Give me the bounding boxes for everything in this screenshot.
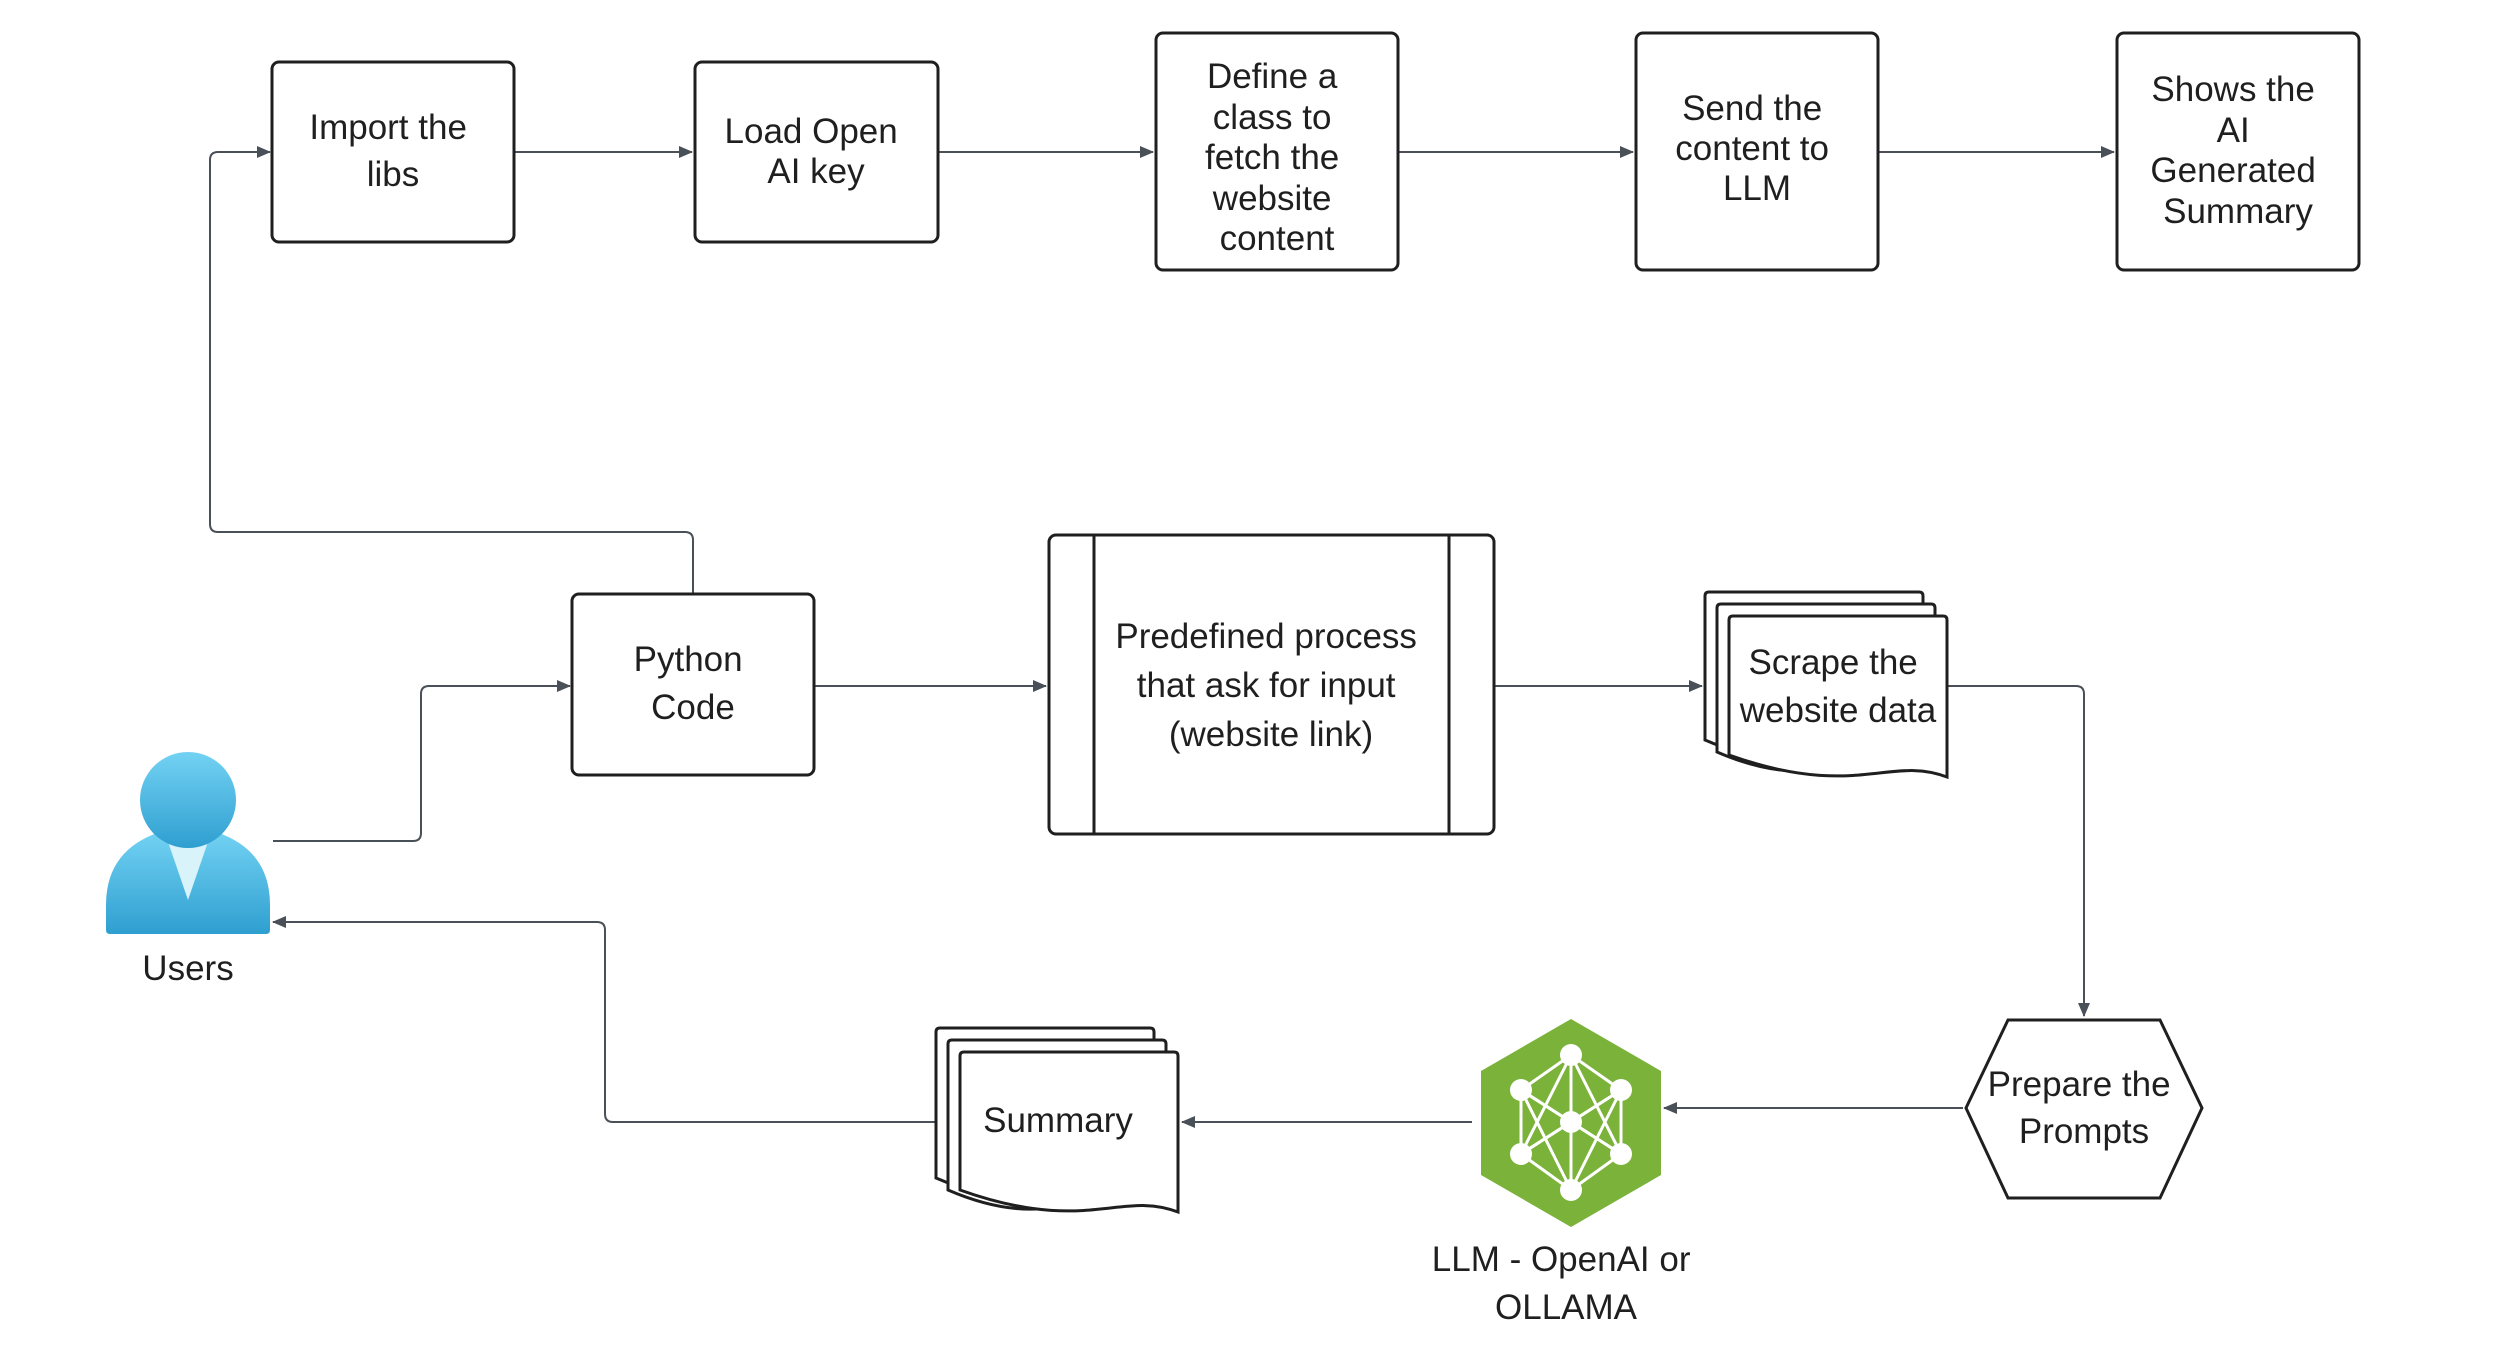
edges bbox=[209, 146, 2115, 1128]
node-predefined-process-label: Predefined process that ask for input (w… bbox=[1115, 617, 1426, 754]
user-icon bbox=[106, 752, 270, 934]
node-prepare-prompts-label: Prepare the Prompts bbox=[1988, 1065, 2181, 1151]
users-label: Users bbox=[142, 949, 233, 988]
node-python-code-label: Python Code bbox=[634, 640, 753, 727]
edge-scrape-to-prepare bbox=[1948, 685, 2090, 1017]
node-python-code[interactable]: Python Code bbox=[570, 592, 816, 777]
edge-python-to-import bbox=[209, 146, 694, 594]
users-actor[interactable]: Users bbox=[106, 752, 270, 988]
node-shows-summary-label: Shows the AI Generated Summary bbox=[2150, 70, 2325, 231]
edge-summary-to-users bbox=[272, 916, 936, 1123]
node-import-libs[interactable]: Import the libs bbox=[270, 60, 516, 244]
node-send-content-llm-label: Send the content to LLM bbox=[1675, 89, 1838, 208]
node-send-content-llm[interactable]: Send the content to LLM bbox=[1634, 31, 1880, 272]
node-define-class-label: Define a class to fetch the website cont… bbox=[1205, 57, 1349, 258]
node-predefined-process[interactable]: Predefined process that ask for input (w… bbox=[1047, 533, 1496, 836]
node-scrape-website-label: Scrape the website data bbox=[1739, 643, 1937, 730]
node-import-libs-label: Import the libs bbox=[309, 108, 476, 194]
node-load-openai-key[interactable]: Load Open AI key bbox=[693, 60, 940, 244]
node-summary-label: Summary bbox=[983, 1101, 1133, 1140]
node-summary[interactable]: Summary bbox=[934, 1026, 1180, 1215]
node-llm[interactable]: LLM - OpenAI or OLLAMA bbox=[1432, 1019, 1700, 1327]
node-shows-summary[interactable]: Shows the AI Generated Summary bbox=[2115, 31, 2361, 272]
node-scrape-website[interactable]: Scrape the website data bbox=[1703, 590, 1949, 780]
node-load-openai-key-label: Load Open AI key bbox=[725, 112, 908, 191]
node-prepare-prompts[interactable]: Prepare the Prompts bbox=[1964, 1018, 2204, 1200]
neural-network-icon bbox=[1481, 1019, 1661, 1227]
node-llm-label: LLM - OpenAI or OLLAMA bbox=[1432, 1240, 1700, 1327]
edge-users-to-python bbox=[273, 680, 571, 842]
node-define-class[interactable]: Define a class to fetch the website cont… bbox=[1154, 31, 1400, 272]
